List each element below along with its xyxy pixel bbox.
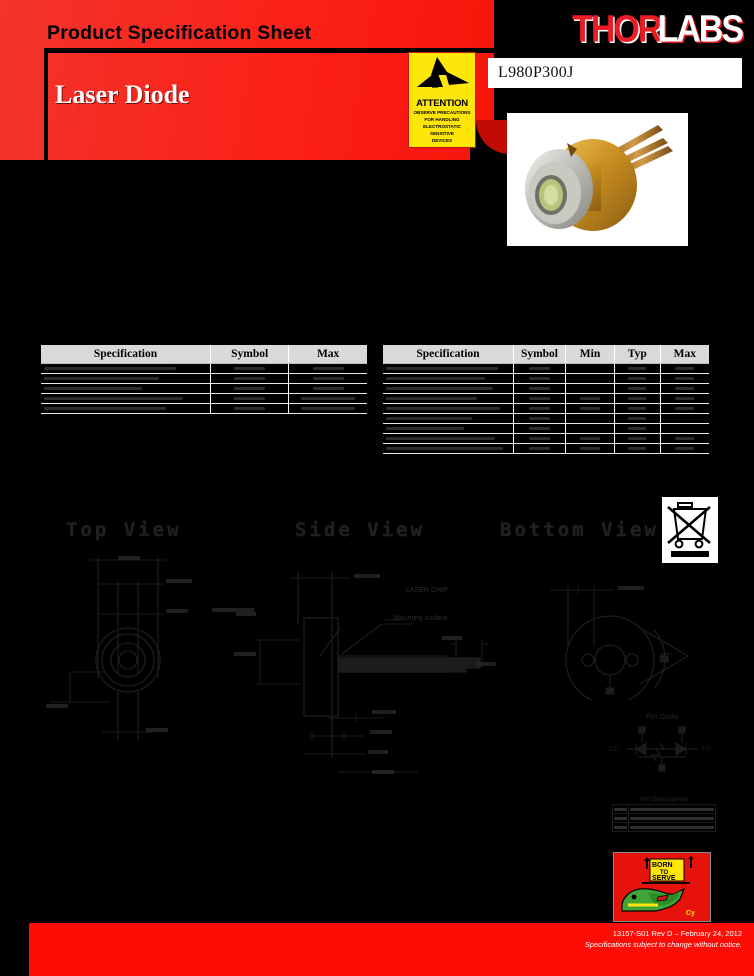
header-divider-rule xyxy=(44,48,504,53)
col-specification: Specification xyxy=(383,345,514,364)
header-corner-notch xyxy=(470,120,510,162)
page-title: Product Specification Sheet xyxy=(47,22,312,44)
col-symbol: Symbol xyxy=(210,345,290,364)
table-row xyxy=(383,373,709,384)
table-row xyxy=(383,413,709,424)
born-to-serve-logo: BORN TO SERVE Cy xyxy=(613,852,711,922)
table-row xyxy=(41,393,367,404)
side-view-label: Side View xyxy=(295,519,425,541)
product-code-text: L980P300J xyxy=(498,64,574,81)
optical-electrical-characteristics-table: Specification Symbol Min Typ Max xyxy=(383,345,709,454)
bottom-view-drawing xyxy=(550,586,690,700)
esd-hand-icon xyxy=(409,53,475,99)
col-min: Min xyxy=(565,345,615,364)
esd-line-4: SENSITIVE xyxy=(430,131,454,136)
table-row xyxy=(383,363,709,374)
col-symbol: Symbol xyxy=(513,345,567,364)
bts-line-2: TO xyxy=(660,870,669,876)
bottom-view-label: Bottom View xyxy=(500,519,659,541)
esd-warning-label: ATTENTION OBSERVE PRECAUTIONS FOR HANDLI… xyxy=(408,52,476,148)
table-header-row: Specification Symbol Min Typ Max xyxy=(383,345,709,364)
bts-line-1: BORN xyxy=(652,862,673,869)
top-view-label: Top View xyxy=(66,519,182,541)
pin-code-title: Pin Code xyxy=(645,712,679,721)
col-max: Max xyxy=(660,345,709,364)
weee-crossed-out-bin-icon xyxy=(662,497,718,563)
absolute-maximum-ratings-table: Specification Symbol Max xyxy=(41,345,367,414)
product-photo xyxy=(507,113,688,246)
mounting-surface-annotation: Mounting surface xyxy=(394,615,448,622)
laser-chip-annotation: LASER CHIP xyxy=(406,587,448,594)
pin-code-pd-label: PD xyxy=(702,746,712,753)
table-row xyxy=(41,383,367,394)
footer-text: 13157-S01 Rev D – February 24, 2012 Spec… xyxy=(322,928,742,950)
pin-code-ld-label: LD xyxy=(610,746,619,753)
bts-line-3: SERVE xyxy=(652,875,676,882)
table-row xyxy=(383,383,709,394)
table-row xyxy=(41,373,367,384)
top-view-drawing xyxy=(46,556,254,740)
side-view-drawing: LASER CHIP Mounting surface xyxy=(234,572,496,774)
col-max: Max xyxy=(288,345,367,364)
pin-description-table: Pin Description xyxy=(611,796,716,832)
col-specification: Specification xyxy=(41,345,212,364)
esd-line-1: OBSERVE PRECAUTIONS xyxy=(413,110,471,115)
footer-doc-id: 13157-S01 Rev D – February 24, 2012 xyxy=(612,929,742,938)
product-code-box: L980P300J xyxy=(488,58,742,88)
table-row xyxy=(41,403,367,414)
logo-text-thor: THOR xyxy=(572,7,662,51)
esd-line-5: DEVICES xyxy=(431,138,453,143)
footer-disclaimer: Specifications subject to change without… xyxy=(584,940,742,949)
footer-red-band xyxy=(29,923,754,976)
col-typ: Typ xyxy=(614,345,661,364)
pin-code-diagram: Pin Code LD PD xyxy=(608,712,716,780)
table-row xyxy=(383,443,709,454)
header-left-rule xyxy=(44,48,48,160)
product-category-title: Laser Diode xyxy=(55,80,190,109)
pin-description-row xyxy=(611,804,716,814)
esd-heading: ATTENTION xyxy=(416,98,468,109)
table-row xyxy=(383,423,709,434)
pin-description-row xyxy=(611,822,716,832)
bts-mark: Cy xyxy=(686,910,695,917)
esd-line-2: FOR HANDLING xyxy=(424,117,460,122)
table-header-row: Specification Symbol Max xyxy=(41,345,367,364)
table-row xyxy=(41,363,367,374)
pin-description-row xyxy=(611,813,716,823)
pin-description-title: Pin Description xyxy=(640,796,688,803)
table-row xyxy=(383,393,709,404)
esd-body-text: OBSERVE PRECAUTIONS FOR HANDLING ELECTRO… xyxy=(413,109,470,144)
table-row xyxy=(383,433,709,444)
logo-text-labs: LABS xyxy=(657,7,744,51)
table-row xyxy=(383,403,709,414)
esd-line-3: ELECTROSTATIC xyxy=(423,124,461,129)
